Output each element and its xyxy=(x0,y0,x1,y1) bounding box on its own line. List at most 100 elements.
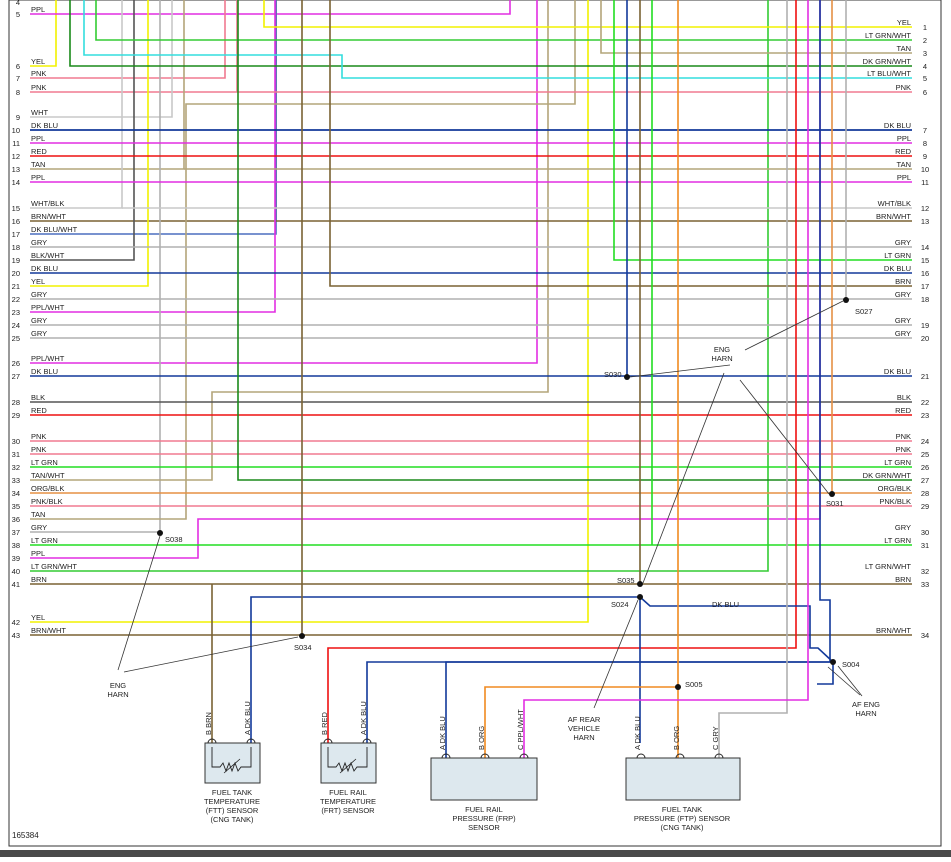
right-row-label: LT GRN/WHT xyxy=(865,562,911,571)
right-row-number: 3 xyxy=(923,49,927,58)
left-row-label: LT GRN xyxy=(31,536,58,545)
splice-dot xyxy=(299,633,305,639)
left-row-number: 20 xyxy=(12,269,20,278)
left-row-label: LT GRN xyxy=(31,458,58,467)
leader-line xyxy=(123,636,299,673)
splice-dot xyxy=(637,594,643,600)
harness-label: HARN xyxy=(711,354,732,363)
leader-line xyxy=(837,665,863,697)
left-row-label: BLK xyxy=(31,393,45,402)
sensor-body xyxy=(430,757,538,801)
left-row-number: 11 xyxy=(12,139,20,148)
sensor-caption: FUEL TANK xyxy=(662,805,702,814)
right-row-number: 18 xyxy=(921,295,929,304)
right-row-label: DK GRN/WHT xyxy=(863,57,912,66)
right-row-number: 14 xyxy=(921,243,929,252)
right-row-number: 11 xyxy=(921,178,929,187)
left-row-number: 25 xyxy=(12,334,20,343)
splice-dot xyxy=(637,581,643,587)
wire-51 xyxy=(237,0,912,481)
left-row-number: 21 xyxy=(12,282,20,291)
wire-2 xyxy=(30,0,226,79)
left-row-number: 36 xyxy=(12,515,20,524)
pin-socket xyxy=(480,753,490,759)
leader-line xyxy=(117,535,161,671)
left-row-number: 40 xyxy=(12,567,20,576)
wire-53 xyxy=(819,0,831,662)
right-row-label: BLK xyxy=(897,393,911,402)
left-row-number: 31 xyxy=(12,450,20,459)
right-row-label: TAN xyxy=(897,44,911,53)
wire-68 xyxy=(523,0,809,758)
left-row-label: TAN xyxy=(31,510,45,519)
left-row-number: 35 xyxy=(12,502,20,511)
splice-label: S038 xyxy=(165,535,183,544)
left-row-label: BRN xyxy=(31,575,47,584)
pin-socket xyxy=(441,753,451,759)
wire-9 xyxy=(30,0,135,261)
right-row-number: 15 xyxy=(921,256,929,265)
right-row-label: PPL xyxy=(897,173,911,182)
left-row-number: 8 xyxy=(16,88,20,97)
right-row-number: 8 xyxy=(923,139,927,148)
left-row-label: PPL xyxy=(31,134,45,143)
pin-label: B RED xyxy=(320,711,329,735)
sensor-body xyxy=(204,742,261,784)
right-row-label: RED xyxy=(895,147,911,156)
right-row-number: 21 xyxy=(921,372,929,381)
left-row-number: 15 xyxy=(12,204,20,213)
pin-socket xyxy=(519,753,529,759)
right-row-label: GRY xyxy=(895,329,911,338)
right-row-label: RED xyxy=(895,406,911,415)
right-row-number: 4 xyxy=(923,62,927,71)
leader-line xyxy=(593,599,639,709)
left-row-label: PNK xyxy=(31,83,46,92)
left-row-label: DK BLU xyxy=(31,367,58,376)
left-row-label: PNK xyxy=(31,432,46,441)
left-row-number: 26 xyxy=(12,359,20,368)
left-row-number: 6 xyxy=(16,62,20,71)
left-row-number: 9 xyxy=(16,113,20,122)
splice-dot xyxy=(157,530,163,536)
right-row-number: 20 xyxy=(921,334,929,343)
left-row-label: BRN/WHT xyxy=(31,626,66,635)
left-row-number: 18 xyxy=(12,243,20,252)
right-row-number: 30 xyxy=(921,528,929,537)
sensor-caption: TEMPERATURE xyxy=(204,797,260,806)
right-row-label: DK BLU xyxy=(884,121,911,130)
right-row-number: 29 xyxy=(921,502,929,511)
right-row-label: TAN xyxy=(897,160,911,169)
left-row-label: RED xyxy=(31,147,47,156)
splice-label: S004 xyxy=(842,660,860,669)
splice-label: S035 xyxy=(617,576,635,585)
pin-label: A DK BLU xyxy=(438,716,447,750)
left-row-number: 17 xyxy=(12,230,20,239)
left-row-number: 30 xyxy=(12,437,20,446)
sensor-caption: (FRT) SENSOR xyxy=(321,806,375,815)
sensor-caption: PRESSURE (FRP) xyxy=(452,814,516,823)
right-row-number: 5 xyxy=(923,74,927,83)
right-row-number: 19 xyxy=(921,321,929,330)
left-row-label: ORG/BLK xyxy=(31,484,64,493)
pin-socket xyxy=(362,738,372,744)
wire-50 xyxy=(329,0,912,287)
right-row-label: PNK xyxy=(896,432,911,441)
right-row-label: GRY xyxy=(895,290,911,299)
right-row-number: 34 xyxy=(921,631,929,640)
right-row-label: BRN xyxy=(895,277,911,286)
bottom-scrollbar[interactable] xyxy=(0,850,951,857)
pin-socket xyxy=(207,738,217,744)
right-row-label: LT BLU/WHT xyxy=(867,69,911,78)
left-row-number: 32 xyxy=(12,463,20,472)
wire-14 xyxy=(30,0,576,520)
right-row-label: BRN xyxy=(895,575,911,584)
harness-label: ENG xyxy=(110,681,126,690)
wire-59 xyxy=(250,596,640,743)
sensor-caption: (CNG TANK) xyxy=(660,823,704,832)
left-row-number: 34 xyxy=(12,489,20,498)
pin-label: B ORG xyxy=(672,726,681,750)
pin-socket xyxy=(636,753,646,759)
right-row-number: 13 xyxy=(921,217,929,226)
